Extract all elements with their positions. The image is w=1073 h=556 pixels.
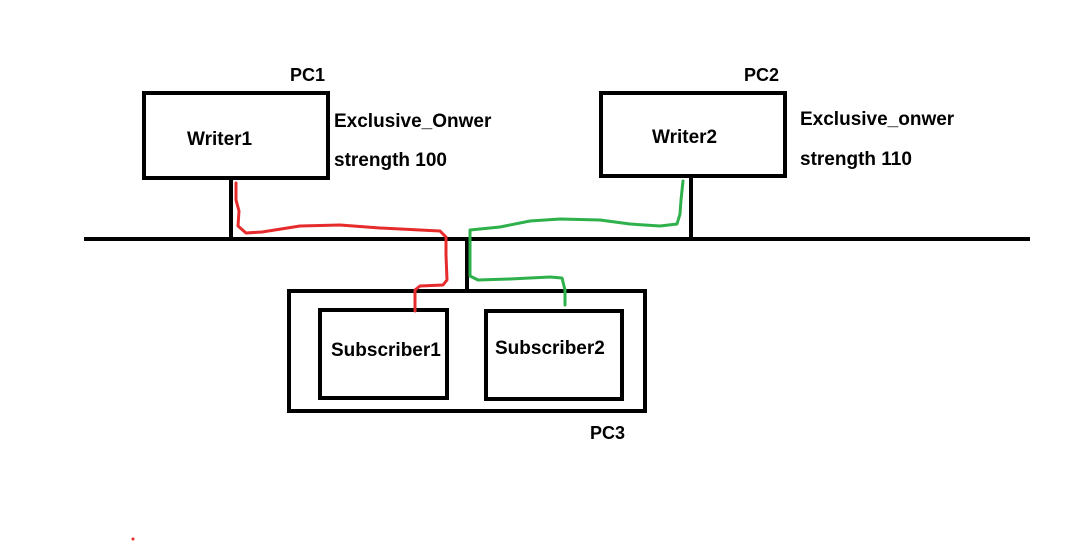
pc3-box [287,289,647,413]
subscriber1-label: Subscriber1 [331,340,441,361]
subscriber2-box [484,309,624,401]
writer2-label: Writer2 [652,127,717,148]
writer1-box [142,91,330,180]
writer2-strength-label: strength 110 [800,149,912,170]
writer1-ownership-label: Exclusive_Onwer [334,111,492,132]
writer2-to-subscriber2-path [468,179,685,307]
writer1-label: Writer1 [187,129,253,150]
pc2-label: PC2 [744,65,779,85]
writer1-to-subscriber1-path [234,181,449,313]
stray-red-dot [131,537,135,541]
writer1-strength-label: strength 100 [334,150,447,171]
pc1-label: PC1 [290,65,325,85]
subscriber1-box [318,308,449,400]
pc3-label: PC3 [590,423,625,443]
writer2-box [599,91,787,178]
subscriber2-label: Subscriber2 [495,338,605,359]
writer2-ownership-label: Exclusive_onwer [800,109,955,130]
